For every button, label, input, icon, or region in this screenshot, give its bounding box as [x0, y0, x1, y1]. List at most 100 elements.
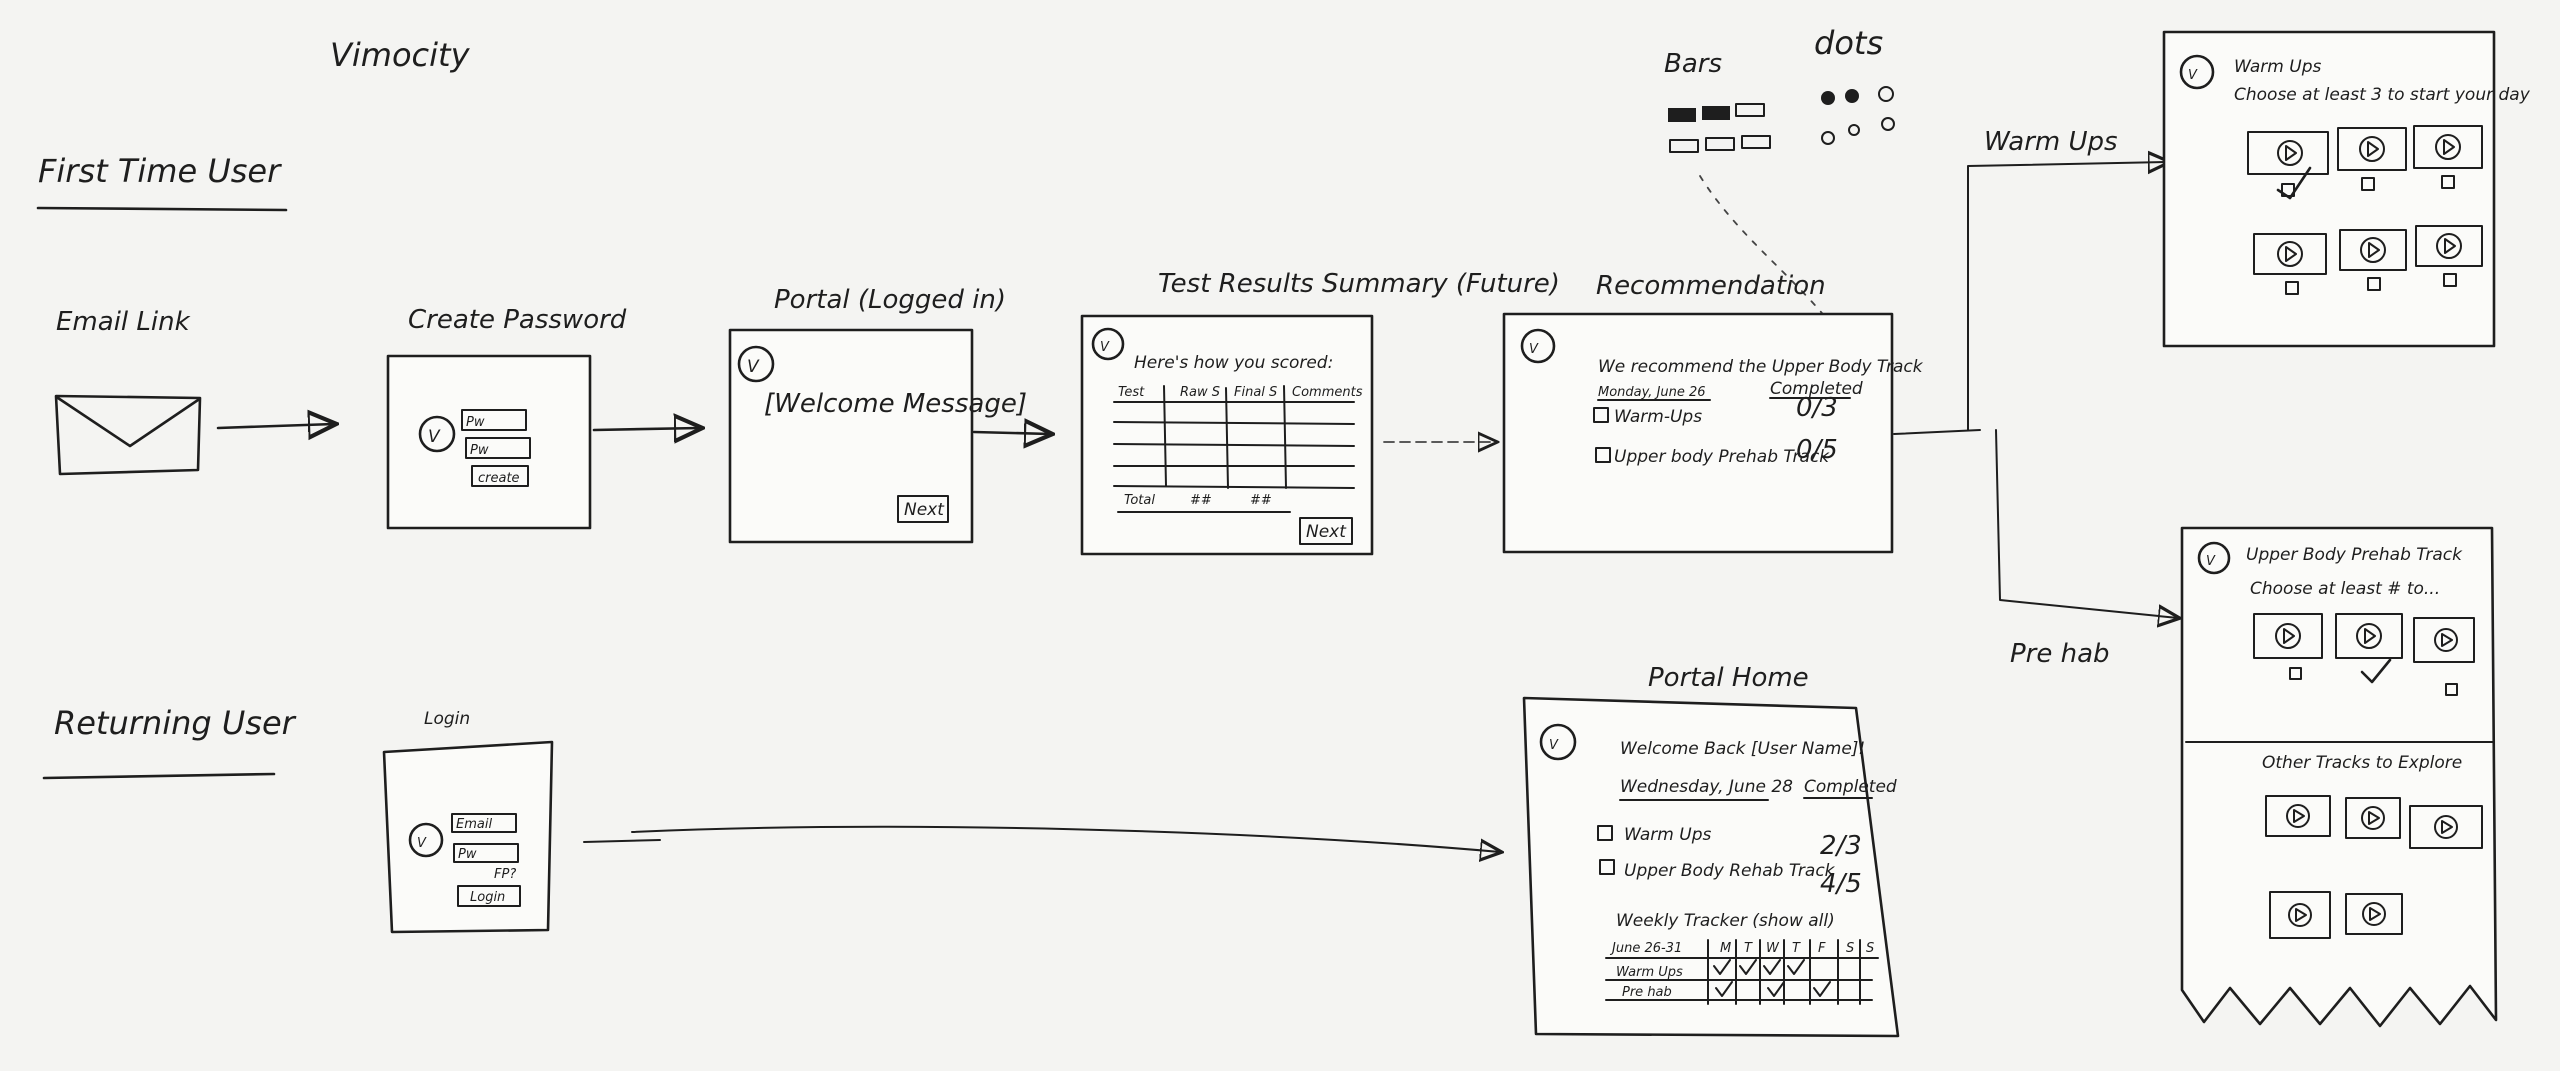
screen-frame	[386, 354, 592, 530]
svg-text:V: V	[2206, 554, 2216, 569]
svg-text:Pw: Pw	[458, 847, 477, 862]
prehab-subtitle: Choose at least # to...	[2250, 579, 2440, 599]
warm-ups-subtitle: Choose at least 3 to start your day	[2234, 85, 2531, 105]
video-checkbox[interactable]	[2367, 277, 2381, 291]
video-thumbnail[interactable]	[2413, 617, 2475, 663]
play-icon	[2360, 237, 2386, 263]
recommendation-date: Monday, June 26	[1598, 385, 1706, 400]
dot-empty	[1821, 131, 1835, 145]
password-field[interactable]	[453, 843, 519, 863]
video-thumbnail[interactable]	[2247, 131, 2329, 175]
svg-text:Pw: Pw	[466, 415, 485, 430]
svg-text:S: S	[1846, 941, 1854, 956]
video-grid	[2253, 613, 2475, 696]
video-thumbnail[interactable]	[2339, 229, 2407, 271]
warm-ups-checkbox[interactable]	[1593, 407, 1609, 423]
track-thumbnail[interactable]	[2345, 893, 2403, 935]
tracker-range: June 26-31	[1609, 941, 1682, 956]
svg-text:F: F	[1818, 941, 1826, 956]
screen-title: Test Results Summary (Future)	[1158, 269, 1560, 299]
svg-text:Upper Body Rehab Track: Upper Body Rehab Track	[1624, 861, 1836, 881]
track-thumbnail[interactable]	[2265, 795, 2331, 837]
screen-title: Portal (Logged in)	[774, 285, 1006, 315]
warm-ups-checkbox[interactable]	[1597, 825, 1613, 841]
col-header: Test	[1118, 385, 1145, 400]
svg-text:Email: Email	[456, 817, 492, 832]
screen-title: Portal Home	[1648, 663, 1809, 693]
screen-warm-ups: V Warm Ups Choose at least 3 to start yo…	[2162, 30, 2531, 348]
video-checkbox[interactable]	[2361, 177, 2375, 191]
video-thumbnail[interactable]	[2337, 127, 2407, 171]
logo-icon	[737, 345, 775, 383]
logo-icon	[1520, 328, 1556, 364]
video-checkbox[interactable]	[2445, 683, 2458, 696]
progress-indicator-sketch: Bars dots	[1664, 24, 1895, 337]
total-label: Total	[1124, 493, 1155, 508]
bar-filled	[1668, 108, 1696, 122]
dot-empty	[1881, 117, 1895, 131]
svg-text:Warm-Ups: Warm-Ups	[1614, 407, 1702, 427]
dot-filled	[1845, 89, 1859, 103]
next-button[interactable]	[1299, 517, 1353, 545]
svg-text:V: V	[1100, 340, 1110, 355]
video-thumbnail[interactable]	[2335, 613, 2403, 659]
track-thumbnail[interactable]	[2345, 797, 2401, 839]
col-header: Final S	[1234, 385, 1277, 400]
play-icon	[2435, 134, 2461, 160]
password-field[interactable]	[461, 409, 527, 431]
logo-icon	[2197, 541, 2231, 575]
video-checkbox[interactable]	[2285, 281, 2299, 295]
video-thumbnail[interactable]	[2413, 125, 2483, 169]
prehab-track-checkbox[interactable]	[1595, 447, 1611, 463]
checkmark-icon	[2360, 658, 2392, 684]
col-header: Comments	[1292, 385, 1363, 400]
section-first-time-user: First Time User	[38, 152, 282, 190]
svg-text:Next: Next	[1306, 522, 1347, 542]
completed-header: Completed	[1770, 379, 1863, 399]
play-icon	[2359, 136, 2385, 162]
svg-text:W: W	[1766, 941, 1780, 956]
track-thumbnail[interactable]	[2269, 891, 2331, 939]
logo-icon	[408, 822, 444, 858]
other-tracks-title: Other Tracks to Explore	[2262, 753, 2462, 773]
email-field[interactable]	[451, 813, 517, 833]
confirm-password-field[interactable]	[465, 437, 531, 459]
svg-text:Upper body Prehab Track: Upper body Prehab Track	[1614, 447, 1830, 467]
bar-empty	[1705, 137, 1735, 151]
rehab-track-checkbox[interactable]	[1599, 859, 1615, 875]
login-button[interactable]	[457, 885, 521, 907]
screen-frame	[1502, 312, 1894, 554]
screen-create-password: Create Password V Pw Pw create	[386, 305, 627, 530]
branch-arrow-warm-ups	[1967, 162, 2168, 431]
play-icon	[2436, 233, 2462, 259]
tracker-row-label: Pre hab	[1622, 985, 1672, 1000]
video-checkbox[interactable]	[2289, 667, 2302, 680]
checkmark-icon	[1713, 959, 1805, 975]
dot-empty	[1848, 124, 1860, 136]
screen-portal-logged-in: Portal (Logged in) V [Welcome Message] N…	[728, 285, 1027, 544]
flow-arrow	[592, 428, 700, 430]
video-checkbox[interactable]	[2441, 175, 2455, 189]
video-thumbnail[interactable]	[2415, 225, 2483, 267]
video-checkbox[interactable]	[2443, 273, 2457, 287]
screen-frame	[382, 740, 554, 934]
video-grid	[2247, 125, 2483, 295]
checkmark-icon	[1715, 981, 1831, 997]
next-button[interactable]	[897, 495, 949, 523]
svg-text:##: ##	[1190, 493, 1212, 508]
results-intro: Here's how you scored:	[1134, 353, 1333, 373]
video-thumbnail[interactable]	[2253, 233, 2327, 275]
forgot-password-link[interactable]: FP?	[494, 867, 516, 882]
flow-arrow	[216, 424, 334, 428]
track-thumbnail[interactable]	[2409, 805, 2483, 849]
create-button[interactable]	[471, 465, 529, 487]
section-returning-user: Returning User	[54, 704, 297, 742]
branch-label-prehab: Pre hab	[2010, 639, 2110, 669]
play-icon	[2362, 902, 2386, 926]
bar-empty	[1741, 135, 1771, 149]
svg-text:Pw: Pw	[470, 443, 489, 458]
play-icon	[2288, 903, 2312, 927]
completed-value: 4/5	[1820, 869, 1862, 899]
portal-home-date: Wednesday, June 28	[1620, 777, 1793, 797]
video-thumbnail[interactable]	[2253, 613, 2323, 659]
